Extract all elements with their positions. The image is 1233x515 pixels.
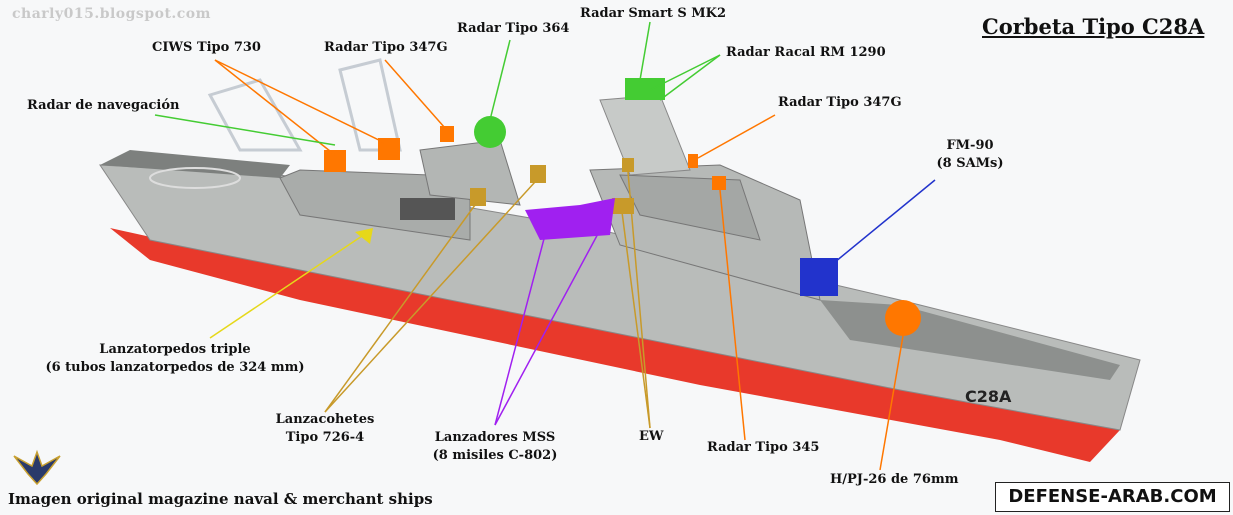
label-radar-nav: Radar de navegación <box>27 98 180 113</box>
helicopter-deck <box>100 150 290 178</box>
ciws-mount-aft <box>324 150 346 172</box>
label-radar-smart-s: Radar Smart S MK2 <box>580 6 727 21</box>
rocket-launcher-unit-2 <box>530 165 546 183</box>
image-credit: Imagen original magazine naval & merchan… <box>8 490 433 508</box>
fm90-launcher <box>800 258 838 296</box>
ciws-mount-fwd <box>378 138 400 160</box>
label-radar-347g-fwd: Radar Tipo 347G <box>324 40 448 55</box>
label-torpedo-line1: Lanzatorpedos triple <box>99 342 251 357</box>
hull-marking-text: C28A <box>965 387 1012 406</box>
ew-unit <box>622 158 634 172</box>
label-mss-line1: Lanzadores MSS <box>434 430 556 445</box>
torpedo-launcher <box>355 228 373 244</box>
label-radar-345: Radar Tipo 345 <box>707 440 820 455</box>
smart-s-radar-unit <box>625 78 665 100</box>
radar-345-unit <box>712 176 726 190</box>
radar-347g-aft-unit <box>440 126 454 142</box>
label-torpedo: Lanzatorpedos triple (6 tubos lanzatorpe… <box>40 341 310 377</box>
fwd-mast <box>599 94 691 176</box>
brand-badge: DEFENSE-ARAB.COM <box>995 482 1230 512</box>
hull-red-section <box>110 228 1120 462</box>
label-radar-364: Radar Tipo 364 <box>457 21 570 36</box>
hangar-door <box>400 198 455 220</box>
label-mss-line2: (8 misiles C-802) <box>432 448 558 463</box>
label-radar-347g-aft: Radar Tipo 347G <box>778 95 902 110</box>
label-fm90-line1: FM-90 <box>946 138 994 153</box>
label-radar-racal: Radar Racal RM 1290 <box>726 45 886 60</box>
ew-unit-lower <box>612 198 634 214</box>
label-ew: EW <box>639 429 664 444</box>
label-fm90-line2: (8 SAMs) <box>936 156 1004 171</box>
radar-347g-fwd-unit <box>688 154 698 168</box>
aft-mast-lattice-2 <box>207 78 303 152</box>
label-rocket-line1: Lanzacohetes <box>275 412 375 427</box>
radar-364-dome <box>474 116 506 148</box>
eagle-emblem-icon <box>13 449 61 486</box>
diagram-title: Corbeta Tipo C28A <box>982 14 1205 39</box>
label-fm90: FM-90 (8 SAMs) <box>925 137 1015 173</box>
gun-turret <box>885 300 921 336</box>
aft-mast-block <box>419 139 521 206</box>
label-mss: Lanzadores MSS (8 misiles C-802) <box>425 429 565 465</box>
rocket-launcher-unit <box>470 188 486 206</box>
mss-launchers <box>525 198 615 240</box>
helipad-marking <box>149 167 241 189</box>
label-gun: H/PJ-26 de 76mm <box>830 472 959 487</box>
label-torpedo-line2: (6 tubos lanzatorpedos de 324 mm) <box>45 360 305 375</box>
watermark: charly015.blogspot.com <box>12 6 211 22</box>
label-ciws: CIWS Tipo 730 <box>152 40 261 55</box>
label-rocket-line2: Tipo 726-4 <box>285 430 365 445</box>
label-rocket-launcher: Lanzacohetes Tipo 726-4 <box>265 411 385 447</box>
